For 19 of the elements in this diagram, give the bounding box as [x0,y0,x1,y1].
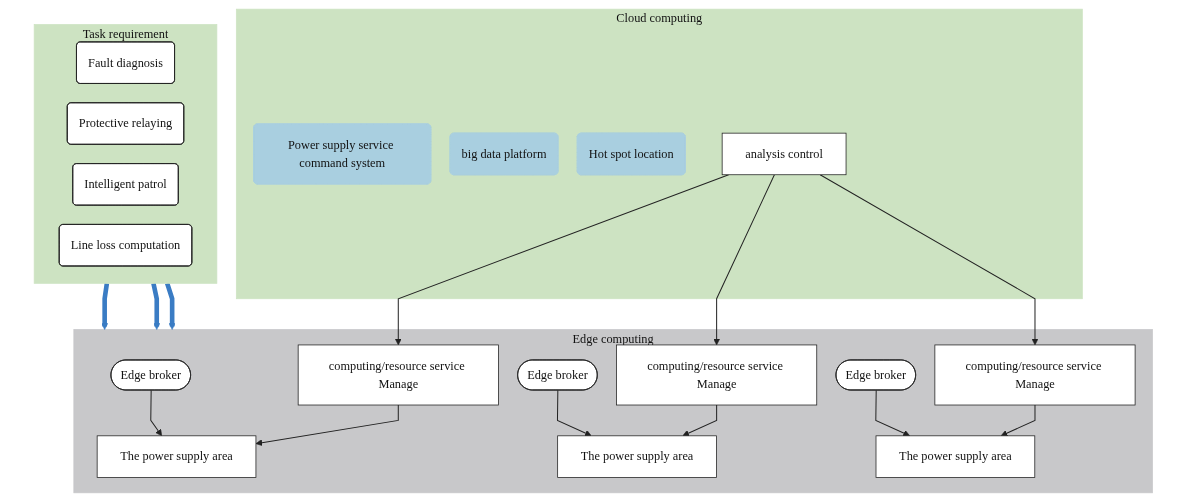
arrow [682,404,717,437]
arrow [875,389,910,437]
node-box: computing/resource service Manage [934,344,1136,406]
arrow [100,283,109,330]
node-box: The power supply area [556,435,717,478]
arrow [556,389,592,437]
arrow [150,282,160,330]
node-box: analysis control [721,132,847,176]
arrow [164,282,176,330]
arrow [819,174,1039,346]
arrow [255,404,399,446]
node-box: The power supply area [875,435,1035,478]
node-box: computing/resource service Manage [297,344,499,406]
arrow [1000,404,1036,437]
arrow [394,174,729,346]
node-box: computing/resource service Manage [615,344,817,406]
arrow [712,174,775,346]
arrow [149,389,162,437]
node-box: The power supply area [96,435,256,478]
